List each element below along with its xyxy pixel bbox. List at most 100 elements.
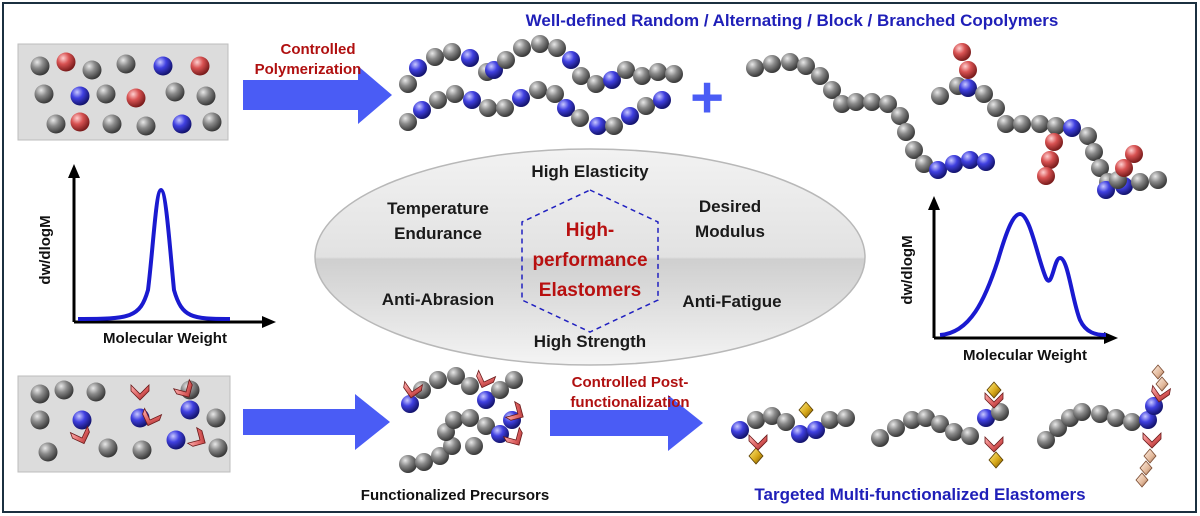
gray-bead — [415, 453, 433, 471]
gray-bead — [82, 60, 102, 80]
gray-bead — [665, 65, 683, 83]
plus-sign: + — [690, 65, 724, 130]
arrow-post-functionalization — [550, 395, 703, 451]
gray-bead — [903, 411, 921, 429]
red-bead — [1115, 159, 1133, 177]
gray-bead — [747, 411, 765, 429]
gray-bead — [446, 85, 464, 103]
gray-bead — [447, 367, 465, 385]
center-title-1: High- — [566, 220, 615, 241]
gray-bead — [931, 87, 949, 105]
gray-bead — [649, 63, 667, 81]
plot-left-x-arrow — [262, 316, 276, 328]
red-bead — [1045, 133, 1063, 151]
gray-bead — [837, 409, 855, 427]
blue-bead — [166, 430, 186, 450]
gray-bead — [206, 408, 226, 428]
gray-bead — [54, 380, 74, 400]
red-bead — [70, 112, 90, 132]
gray-bead — [905, 141, 923, 159]
gray-bead — [997, 115, 1015, 133]
gray-bead — [399, 75, 417, 93]
gray-bead — [491, 381, 509, 399]
gray-bead — [617, 61, 635, 79]
gray-bead — [975, 85, 993, 103]
red-bead — [1041, 151, 1059, 169]
blue-bead — [603, 71, 621, 89]
blue-bead — [477, 391, 495, 409]
blue-bead — [72, 410, 92, 430]
gray-bead — [96, 84, 116, 104]
gray-bead — [863, 93, 881, 111]
gray-bead — [426, 48, 444, 66]
plot-right: dw/dlogM Molecular Weight — [899, 196, 1118, 364]
gray-bead — [945, 423, 963, 441]
gray-bead — [871, 429, 889, 447]
gray-bead — [1091, 159, 1109, 177]
gray-bead — [38, 442, 58, 462]
gray-bead — [477, 417, 495, 435]
gray-bead — [445, 411, 463, 429]
gray-bead — [571, 109, 589, 127]
gray-bead — [399, 455, 417, 473]
gray-bead — [633, 67, 651, 85]
gray-bead — [763, 407, 781, 425]
gray-bead — [1049, 419, 1067, 437]
gray-bead — [429, 371, 447, 389]
blue-bead — [977, 409, 995, 427]
gray-bead — [461, 409, 479, 427]
gray-bead — [605, 117, 623, 135]
red-bead — [959, 61, 977, 79]
gray-bead — [1131, 173, 1149, 191]
gray-bead — [165, 82, 185, 102]
blue-bead — [961, 151, 979, 169]
plot-left: dw/dlogM Molecular Weight — [37, 164, 276, 347]
gray-bead — [443, 43, 461, 61]
properties-ellipse — [314, 148, 866, 366]
blue-bead — [959, 79, 977, 97]
gray-bead — [823, 81, 841, 99]
center-title-3: Elastomers — [539, 280, 641, 301]
gray-bead — [443, 437, 461, 455]
gray-bead — [1107, 409, 1125, 427]
blue-bead — [1139, 411, 1157, 429]
gray-bead — [505, 371, 523, 389]
gray-bead — [917, 409, 935, 427]
red-bead — [56, 52, 76, 72]
gray-bead — [136, 116, 156, 136]
plot-left-y-arrow — [68, 164, 80, 178]
arrow-bottom-label-2: functionalization — [570, 394, 689, 411]
gray-bead — [102, 114, 122, 134]
gray-bead — [116, 54, 136, 74]
prop-modulus-2: Modulus — [695, 222, 765, 241]
blue-bead — [977, 153, 995, 171]
blue-bead — [153, 56, 173, 76]
plot-right-curve — [939, 211, 1107, 337]
blue-bead — [653, 91, 671, 109]
gray-bead — [1047, 117, 1065, 135]
blue-bead — [562, 51, 580, 69]
plot-right-xlabel: Molecular Weight — [963, 347, 1087, 364]
gray-bead — [572, 67, 590, 85]
gray-bead — [30, 410, 50, 430]
gray-bead — [529, 81, 547, 99]
gray-bead — [887, 419, 905, 437]
prop-high-strength: High Strength — [534, 332, 646, 351]
gray-bead — [461, 377, 479, 395]
blue-bead — [1063, 119, 1081, 137]
gray-bead — [1149, 171, 1167, 189]
gray-bead — [961, 427, 979, 445]
prop-anti-abrasion: Anti-Abrasion — [382, 290, 494, 309]
gray-bead — [30, 384, 50, 404]
prop-high-elasticity: High Elasticity — [531, 162, 649, 181]
gray-bead — [891, 107, 909, 125]
red-bead — [1037, 167, 1055, 185]
blue-bead — [589, 117, 607, 135]
gray-bead — [833, 95, 851, 113]
gray-bead — [847, 93, 865, 111]
red-bead — [126, 88, 146, 108]
prop-anti-fatigue: Anti-Fatigue — [682, 292, 781, 311]
gray-bead — [1091, 405, 1109, 423]
